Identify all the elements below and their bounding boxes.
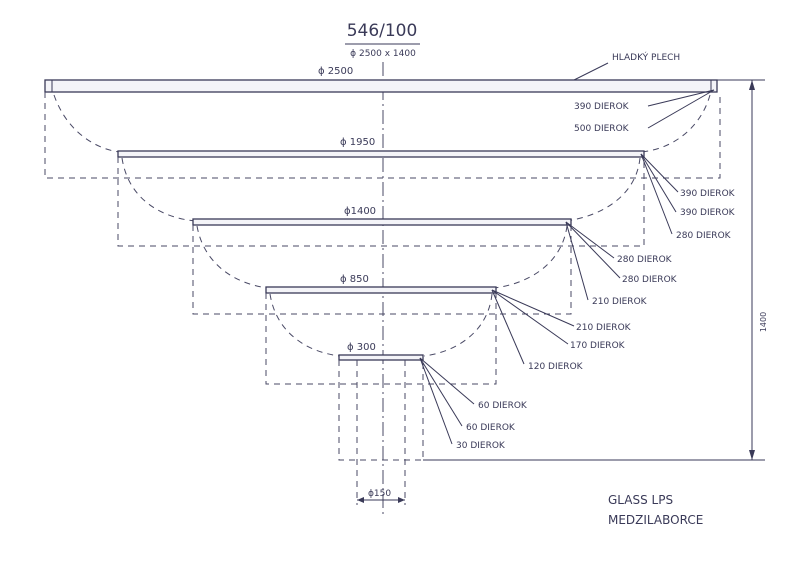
tier-plate-2 — [117, 150, 645, 158]
stem-dim-arrow-right — [398, 497, 405, 503]
tier-diameter-2: ϕ 1950 — [340, 137, 375, 148]
hole-label: 390 DIEROK — [574, 102, 630, 112]
hole-leaders — [419, 89, 715, 445]
tier-outline-2 — [117, 157, 645, 247]
tier-bowl-1 — [53, 94, 711, 153]
hole-label: 60 DIEROK — [466, 423, 516, 433]
height-arrow-top — [749, 80, 755, 90]
tier-diameter-5: ϕ 300 — [347, 342, 376, 353]
stem-dimension: ϕ150 — [368, 489, 391, 499]
tier-bowl-4 — [269, 293, 493, 357]
hole-label: 60 DIEROK — [478, 401, 528, 411]
tier-outline-1 — [44, 92, 721, 179]
tier-diameter-3: ϕ1400 — [344, 206, 376, 217]
tier-plate-1 — [44, 79, 718, 93]
hole-label: 30 DIEROK — [456, 441, 506, 451]
tier-outline-3 — [192, 225, 572, 315]
company-name: GLASS LPS — [608, 493, 673, 507]
material-label: HLADKÝ PLECH — [612, 51, 680, 63]
tier-plate-3 — [192, 218, 572, 226]
drawing-number: 546/100 — [347, 21, 418, 41]
tier-bowl-2 — [121, 157, 641, 222]
tier-outline-4 — [265, 293, 497, 385]
stem-dim-arrow-left — [357, 497, 364, 503]
height-dimension: 1400 — [759, 312, 768, 332]
hole-label: 500 DIEROK — [574, 124, 630, 134]
tier-outline-5 — [338, 360, 424, 461]
stem-outline — [356, 360, 406, 505]
tier-bowl-3 — [196, 225, 568, 289]
hole-label: 170 DIEROK — [570, 341, 626, 351]
hole-label: 210 DIEROK — [592, 297, 648, 307]
tier-diameter-4: ϕ 850 — [340, 274, 369, 285]
hole-label: 120 DIEROK — [528, 362, 584, 372]
hole-label: 280 DIEROK — [622, 275, 678, 285]
hole-label: 210 DIEROK — [576, 323, 632, 333]
height-arrow-bottom — [749, 450, 755, 460]
company-location: MEDZILABORCE — [608, 513, 703, 527]
drawing-size-spec: ϕ 2500 x 1400 — [350, 49, 416, 59]
hole-label: 390 DIEROK — [680, 189, 736, 199]
hole-label: 390 DIEROK — [680, 208, 736, 218]
tier-plate-5 — [338, 354, 424, 361]
tier-diameter-1: ϕ 2500 — [318, 66, 353, 77]
tier-plate-4 — [265, 286, 497, 294]
hole-label: 280 DIEROK — [676, 231, 732, 241]
hole-label: 280 DIEROK — [617, 255, 673, 265]
